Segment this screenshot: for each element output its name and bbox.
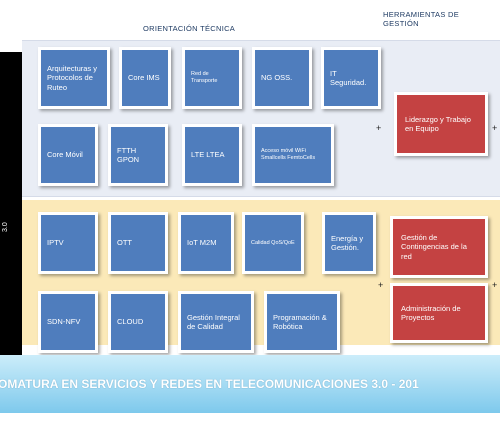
box-iot-m2m: IoT M2M: [178, 212, 234, 274]
program-title-banner: OMATURA EN SERVICIOS Y REDES EN TELECOMU…: [0, 355, 500, 413]
box-arquitecturas: Arquitecturas y Protocolos de Ruteo: [38, 47, 110, 109]
program-title: OMATURA EN SERVICIOS Y REDES EN TELECOMU…: [0, 377, 419, 391]
box-gestion-integral: Gestión Integral de Calidad: [178, 291, 254, 353]
box-ftth-gpon: FTTH GPON: [108, 124, 168, 186]
plus-sign: +: [492, 123, 498, 133]
plus-sign: +: [492, 280, 498, 290]
box-iptv: IPTV: [38, 212, 98, 274]
box-it-seguridad: IT Seguridad.: [321, 47, 381, 109]
box-liderazgo: Liderazgo y Trabajo en Equipo: [394, 92, 488, 156]
box-red-transporte: Red de Transporte: [182, 47, 242, 109]
box-ng-oss: NG OSS.: [252, 47, 312, 109]
box-ott: OTT: [108, 212, 168, 274]
box-cloud: CLOUD: [108, 291, 168, 353]
plus-sign: +: [378, 280, 384, 290]
box-acceso-movil: Acceso móvil WiFi Smallcells FemtoCells: [252, 124, 334, 186]
box-administracion-proyectos: Administración de Proyectos: [390, 283, 488, 343]
box-energia-gestion: Energía y Gestión.: [322, 212, 376, 274]
box-core-ims: Core IMS: [119, 47, 171, 109]
box-sdn-nfv: SDN-NFV: [38, 291, 98, 353]
left-black-bar: 3.0: [0, 52, 22, 370]
left-bar-label: 3.0: [2, 222, 9, 232]
box-calidad-qos: Calidad QoS/QoE: [242, 212, 304, 274]
header-orientacion-tecnica: ORIENTACIÓN TÉCNICA: [143, 24, 236, 33]
plus-sign: +: [376, 123, 382, 133]
box-core-movil: Core Móvil: [38, 124, 98, 186]
header-herramientas-gestion: HERRAMIENTAS DE GESTIÓN: [383, 10, 460, 28]
box-lte: LTE LTEA: [182, 124, 242, 186]
box-gestion-contingencias: Gestión de Contingencias de la red: [390, 216, 488, 278]
box-programacion-robotica: Programación & Robótica: [264, 291, 340, 353]
